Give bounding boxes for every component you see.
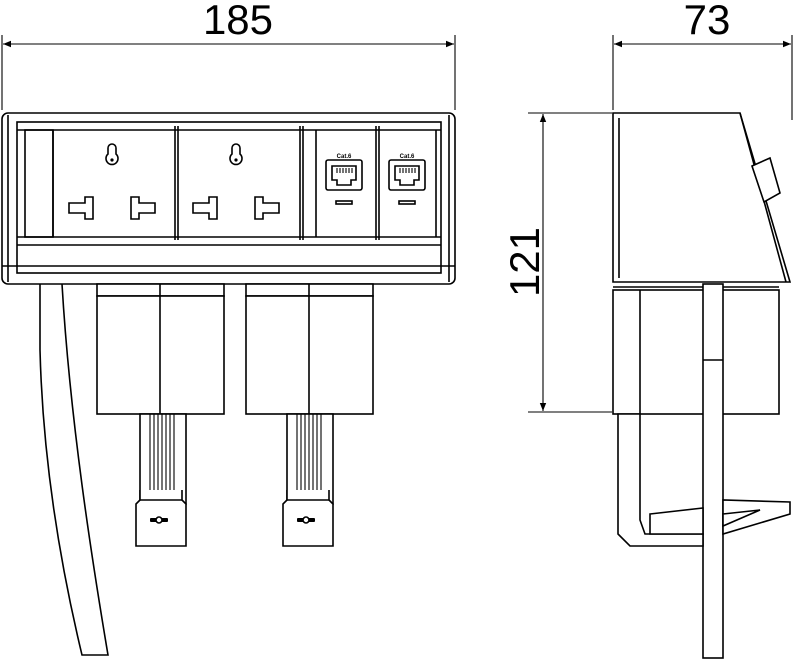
power-cable <box>39 283 109 656</box>
side-view <box>612 112 792 659</box>
rj45-jack-2: Cat.6 <box>388 154 426 205</box>
rj45-jack-1: Cat.6 <box>325 154 363 205</box>
clamp-1 <box>96 283 225 547</box>
front-view: Cat.6 Cat.6 <box>1 112 456 656</box>
front-housing <box>1 112 456 285</box>
rj45-label-2: Cat.6 <box>400 154 415 160</box>
power-socket-1 <box>68 143 156 220</box>
dimension-width-side: 73 <box>612 0 793 120</box>
side-rod <box>702 283 724 659</box>
dimension-label-73: 73 <box>684 0 731 43</box>
dimension-width-front: 185 <box>1 0 456 110</box>
clamp-2 <box>245 283 374 547</box>
side-housing <box>612 112 792 283</box>
power-socket-2 <box>192 143 280 220</box>
rj45-label-1: Cat.6 <box>337 154 352 160</box>
dimension-label-121: 121 <box>501 227 548 297</box>
dimension-height: 121 <box>501 112 612 413</box>
front-faceplate <box>16 121 442 274</box>
dimension-label-185: 185 <box>203 0 273 43</box>
